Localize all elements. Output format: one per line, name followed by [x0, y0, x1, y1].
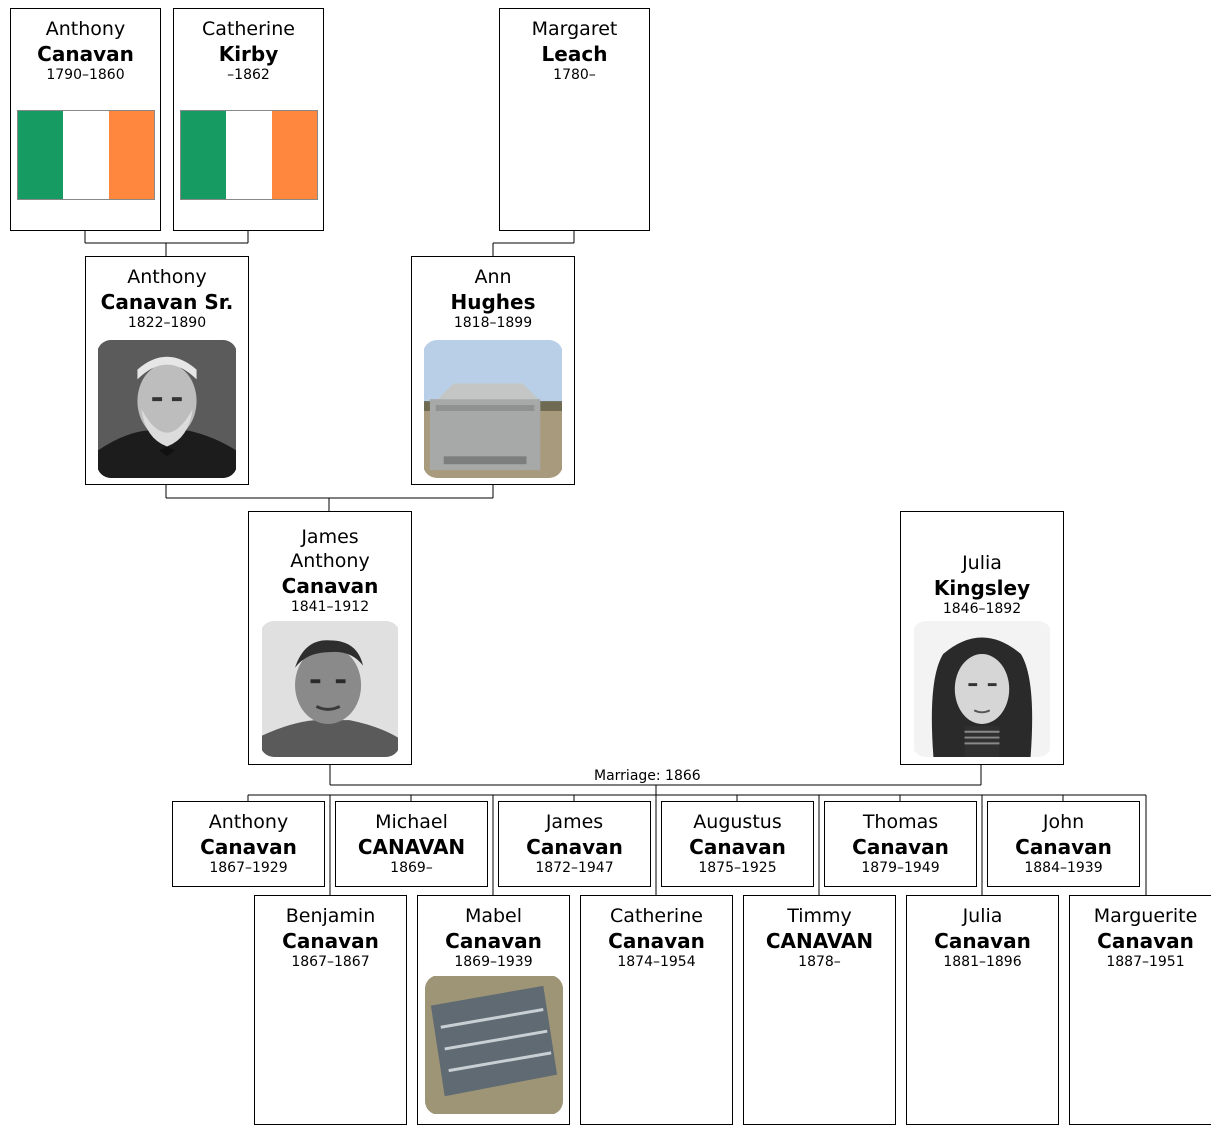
given-name: Mabel: [464, 905, 523, 927]
surname: Kingsley: [933, 576, 1031, 600]
grave-marker-photo: [425, 975, 563, 1115]
given-name: Julia: [962, 905, 1003, 927]
given-name: Thomas: [862, 811, 939, 833]
irish-flag-icon: [17, 110, 155, 200]
life-dates: 1887–1951: [1106, 954, 1185, 970]
life-dates: 1790–1860: [46, 67, 125, 83]
portrait-photo: [912, 621, 1052, 757]
surname: Canavan: [852, 835, 949, 859]
surname: Canavan: [934, 929, 1031, 953]
marriage-label: Marriage: 1866: [593, 768, 702, 784]
given-name: Ann: [474, 266, 512, 288]
life-dates: 1875–1925: [698, 860, 777, 876]
life-dates: 1874–1954: [617, 954, 696, 970]
given-name: Marguerite: [1093, 905, 1198, 927]
life-dates: 1879–1949: [861, 860, 940, 876]
surname: Canavan: [526, 835, 623, 859]
given-name: Margaret: [531, 18, 618, 40]
gravestone-photo: [423, 340, 563, 478]
life-dates: 1872–1947: [535, 860, 614, 876]
life-dates: 1884–1939: [1024, 860, 1103, 876]
given-name: Timmy: [787, 905, 852, 927]
surname: CANAVAN: [357, 835, 466, 859]
life-dates: 1867–1867: [291, 954, 370, 970]
surname: Canavan: [200, 835, 297, 859]
surname: Canavan: [1097, 929, 1194, 953]
surname: Leach: [541, 42, 608, 66]
given-name: Anthony: [127, 266, 207, 288]
given-name: James: [545, 811, 604, 833]
surname: Canavan Sr.: [100, 290, 234, 314]
life-dates: 1869–: [390, 860, 433, 876]
life-dates: 1841–1912: [290, 599, 370, 615]
given-name: Catherine: [610, 905, 703, 927]
life-dates: 1822–1890: [127, 315, 207, 331]
given-name: Augustus: [693, 811, 782, 833]
life-dates: 1818–1899: [453, 315, 533, 331]
surname: Canavan: [689, 835, 786, 859]
surname: Canavan: [445, 929, 542, 953]
surname: Canavan: [608, 929, 705, 953]
life-dates: –1862: [227, 67, 270, 83]
given-name: Catherine: [202, 18, 295, 40]
given-name: Julia: [962, 552, 1002, 574]
surname: Canavan: [1015, 835, 1112, 859]
surname: Canavan: [281, 574, 379, 598]
life-dates: 1867–1929: [209, 860, 288, 876]
life-dates: 1869–1939: [454, 954, 533, 970]
portrait-photo: [260, 621, 400, 757]
given-name: John: [1042, 811, 1085, 833]
given-name: Michael: [375, 811, 448, 833]
given-name: Anthony: [45, 18, 126, 40]
life-dates: 1881–1896: [943, 954, 1022, 970]
surname: CANAVAN: [765, 929, 874, 953]
life-dates: 1780–: [553, 67, 596, 83]
surname: Kirby: [218, 42, 279, 66]
life-dates: 1846–1892: [942, 601, 1022, 617]
given-name: Benjamin: [285, 905, 376, 927]
given-name: James: [301, 526, 359, 548]
irish-flag-icon: [180, 110, 318, 200]
portrait-photo: [97, 340, 237, 478]
life-dates: 1878–: [798, 954, 841, 970]
surname: Canavan: [37, 42, 134, 66]
surname: Hughes: [450, 290, 536, 314]
surname: Canavan: [282, 929, 379, 953]
middle-name: Anthony: [290, 550, 370, 572]
given-name: Anthony: [208, 811, 289, 833]
